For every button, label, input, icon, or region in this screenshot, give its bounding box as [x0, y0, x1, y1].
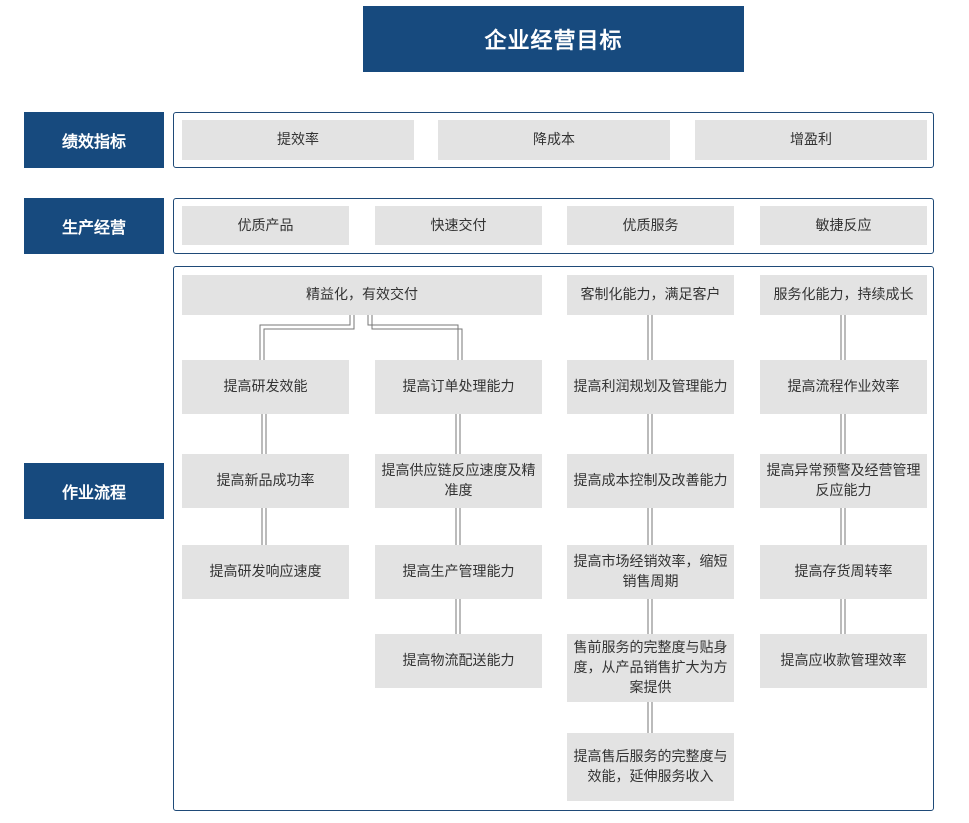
ops-col2-item: 提高物流配送能力 [375, 634, 542, 688]
ops-header-lean: 精益化，有效交付 [182, 275, 542, 315]
ops-col3-item: 提高利润规划及管理能力 [567, 360, 734, 414]
performance-item-profit: 增盈利 [695, 120, 927, 160]
page-title: 企业经营目标 [363, 6, 744, 72]
production-item-quality-service: 优质服务 [567, 206, 734, 245]
side-label-performance: 绩效指标 [24, 112, 164, 168]
operations-panel [173, 266, 934, 811]
production-item-quality-product: 优质产品 [182, 206, 349, 245]
ops-header-custom: 客制化能力，满足客户 [567, 275, 734, 315]
side-label-operations: 作业流程 [24, 463, 164, 519]
production-item-fast-delivery: 快速交付 [375, 206, 542, 245]
ops-col4-item: 提高应收款管理效率 [760, 634, 927, 688]
ops-col3-item: 售前服务的完整度与贴身度，从产品销售扩大为方案提供 [567, 634, 734, 702]
production-item-agile-response: 敏捷反应 [760, 206, 927, 245]
ops-col1-item: 提高研发响应速度 [182, 545, 349, 599]
ops-col2-item: 提高订单处理能力 [375, 360, 542, 414]
side-label-production: 生产经营 [24, 198, 164, 254]
performance-item-cost: 降成本 [438, 120, 670, 160]
ops-col4-item: 提高异常预警及经营管理反应能力 [760, 454, 927, 508]
ops-col1-item: 提高研发效能 [182, 360, 349, 414]
ops-header-service: 服务化能力，持续成长 [760, 275, 927, 315]
performance-item-efficiency: 提效率 [182, 120, 414, 160]
ops-col2-item: 提高生产管理能力 [375, 545, 542, 599]
ops-col3-item: 提高成本控制及改善能力 [567, 454, 734, 508]
ops-col1-item: 提高新品成功率 [182, 454, 349, 508]
ops-col3-item: 提高售后服务的完整度与效能，延伸服务收入 [567, 733, 734, 801]
ops-col4-item: 提高存货周转率 [760, 545, 927, 599]
ops-col3-item: 提高市场经销效率，缩短销售周期 [567, 545, 734, 599]
ops-col4-item: 提高流程作业效率 [760, 360, 927, 414]
ops-col2-item: 提高供应链反应速度及精准度 [375, 454, 542, 508]
